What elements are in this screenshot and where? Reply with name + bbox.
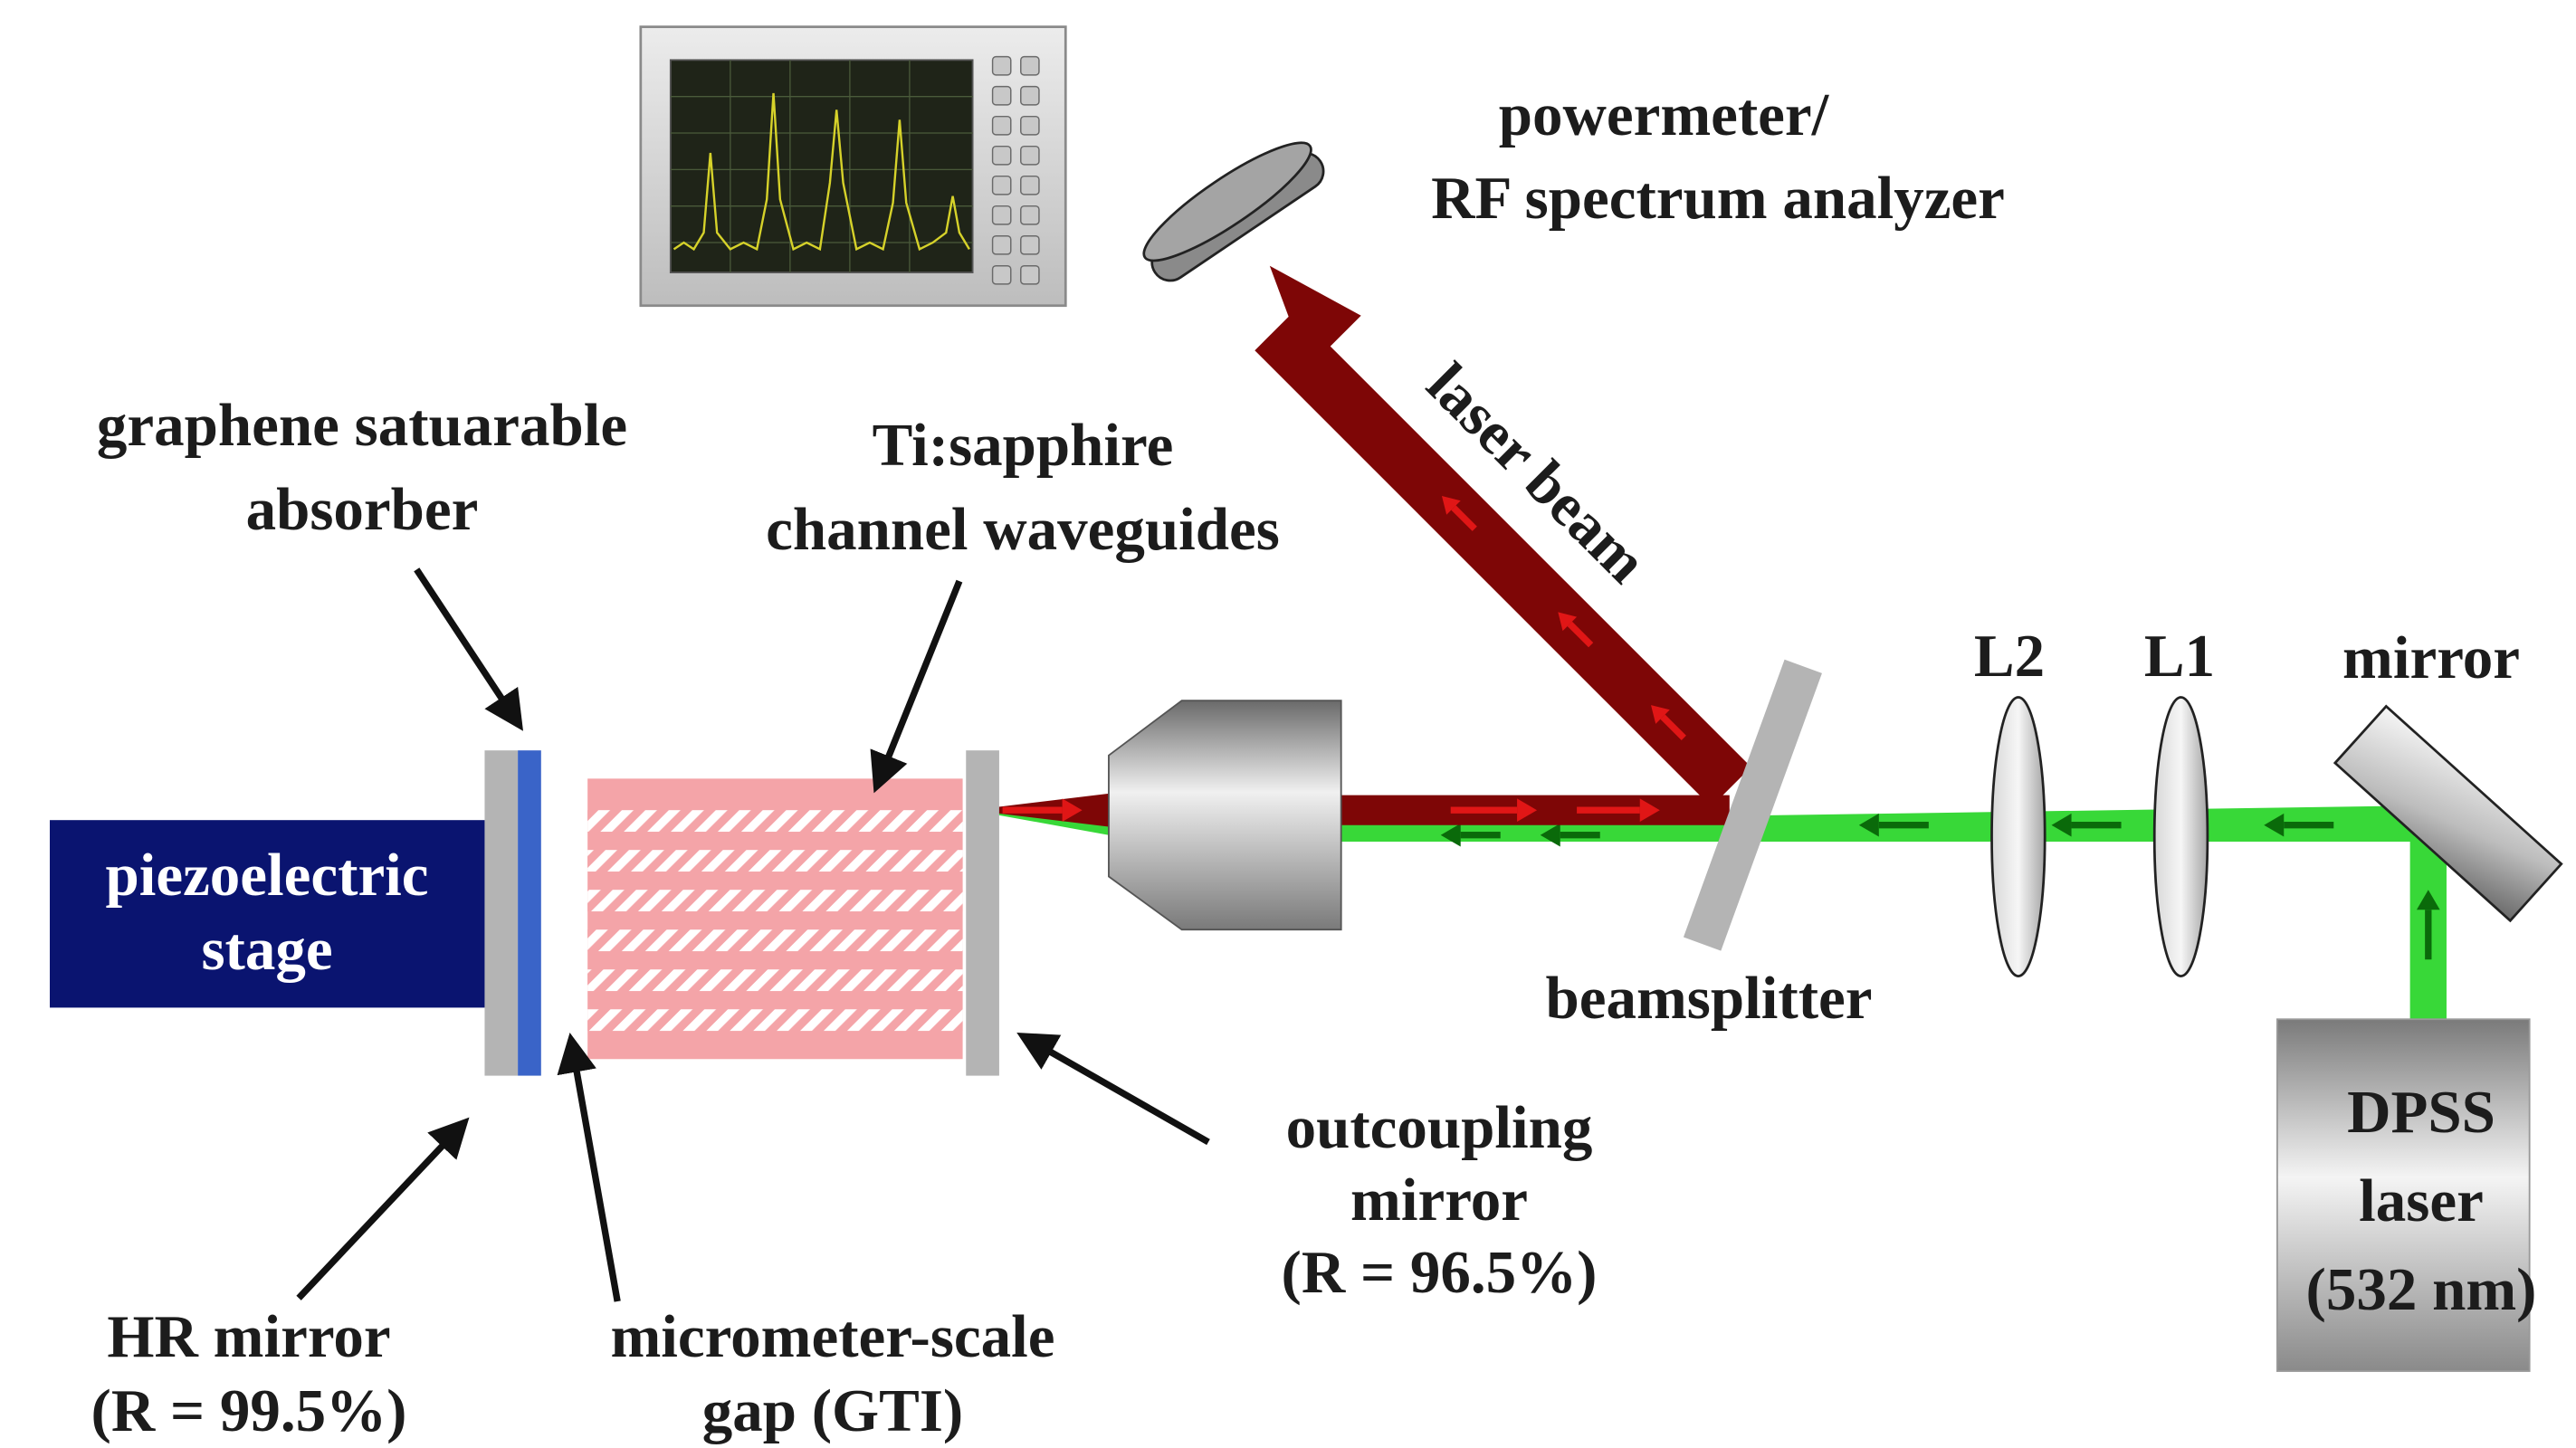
beamsplitter <box>1683 659 1822 951</box>
outcoupling-label: outcoupling mirror (R = 96.5%) <box>1204 1091 1674 1309</box>
hr-line1: HR mirror <box>107 1303 391 1370</box>
piezoelectric-stage <box>50 820 485 1008</box>
gap-label: micrometer-scale gap (GTI) <box>543 1300 1122 1448</box>
graphene-line2: absorber <box>245 476 479 543</box>
objective-lens-icon <box>1108 700 1342 931</box>
outcoupling-line3: (R = 96.5%) <box>1281 1239 1598 1306</box>
powermeter-label: powermeter/ <box>1383 85 1944 146</box>
l1-label: L1 <box>2143 623 2216 690</box>
dpss-label: DPSS laser (532 nm) <box>2267 1068 2575 1334</box>
graphene-line1: graphene satuarable <box>96 392 628 459</box>
tisapphire-line1: Ti:sapphire <box>872 412 1174 479</box>
lens-l1 <box>2152 696 2209 977</box>
red-laser-beam-diagonal <box>1255 310 1751 807</box>
dpss-line1: DPSS <box>2347 1079 2495 1146</box>
hr-mirror-label: HR mirror (R = 99.5%) <box>45 1300 453 1448</box>
analyzer-grid <box>670 60 973 273</box>
spectrum-analyzer-icon <box>639 25 1067 308</box>
stage-line2: stage <box>201 916 333 983</box>
dpss-laser-box <box>2276 1018 2531 1372</box>
green-arrows <box>1440 813 2440 960</box>
hr-mirror <box>484 750 519 1076</box>
analyzer-trace <box>673 92 970 252</box>
tisapphire-line2: channel waveguides <box>766 496 1280 563</box>
graphene-absorber <box>518 750 541 1076</box>
rf-analyzer-line: RF spectrum analyzer <box>1431 165 2005 232</box>
outcoupling-line2: mirror <box>1350 1167 1528 1234</box>
powermeter-line1: powermeter/ <box>1498 81 1829 148</box>
dpss-line3: (532 nm) <box>2305 1256 2537 1323</box>
mirror-label: mirror <box>2342 624 2520 691</box>
gap-line1: micrometer-scale <box>610 1303 1055 1370</box>
dpss-line2: laser <box>2359 1167 2484 1234</box>
pointer-arrows <box>296 567 1210 1302</box>
red-arrows-horizontal <box>1002 798 1660 823</box>
graphene-absorber-label: graphene satuarable absorber <box>36 384 688 552</box>
outcoupling-line1: outcoupling <box>1285 1094 1593 1161</box>
red-arrows-diagonal <box>1441 496 1686 740</box>
l2-label: L2 <box>1973 623 2046 690</box>
stage-label: piezoelectric stage <box>50 838 484 986</box>
folding-mirror <box>2333 704 2563 923</box>
rf-analyzer-label: RF spectrum analyzer <box>1383 168 2053 229</box>
outcoupling-mirror <box>966 750 999 1076</box>
gap-line2: gap (GTI) <box>701 1377 964 1444</box>
lens-l2 <box>1990 696 2046 977</box>
hr-line2: (R = 99.5%) <box>91 1377 407 1444</box>
detector-disc-icon <box>1142 141 1325 282</box>
waveguide-channels <box>587 810 963 1032</box>
tisapphire-label: Ti:sapphire channel waveguides <box>715 404 1331 572</box>
stage-line1: piezoelectric <box>105 842 429 909</box>
beamsplitter-label: beamsplitter <box>1545 965 1873 1032</box>
analyzer-buttons <box>991 55 1040 285</box>
red-beam-arrowhead <box>1269 265 1361 369</box>
